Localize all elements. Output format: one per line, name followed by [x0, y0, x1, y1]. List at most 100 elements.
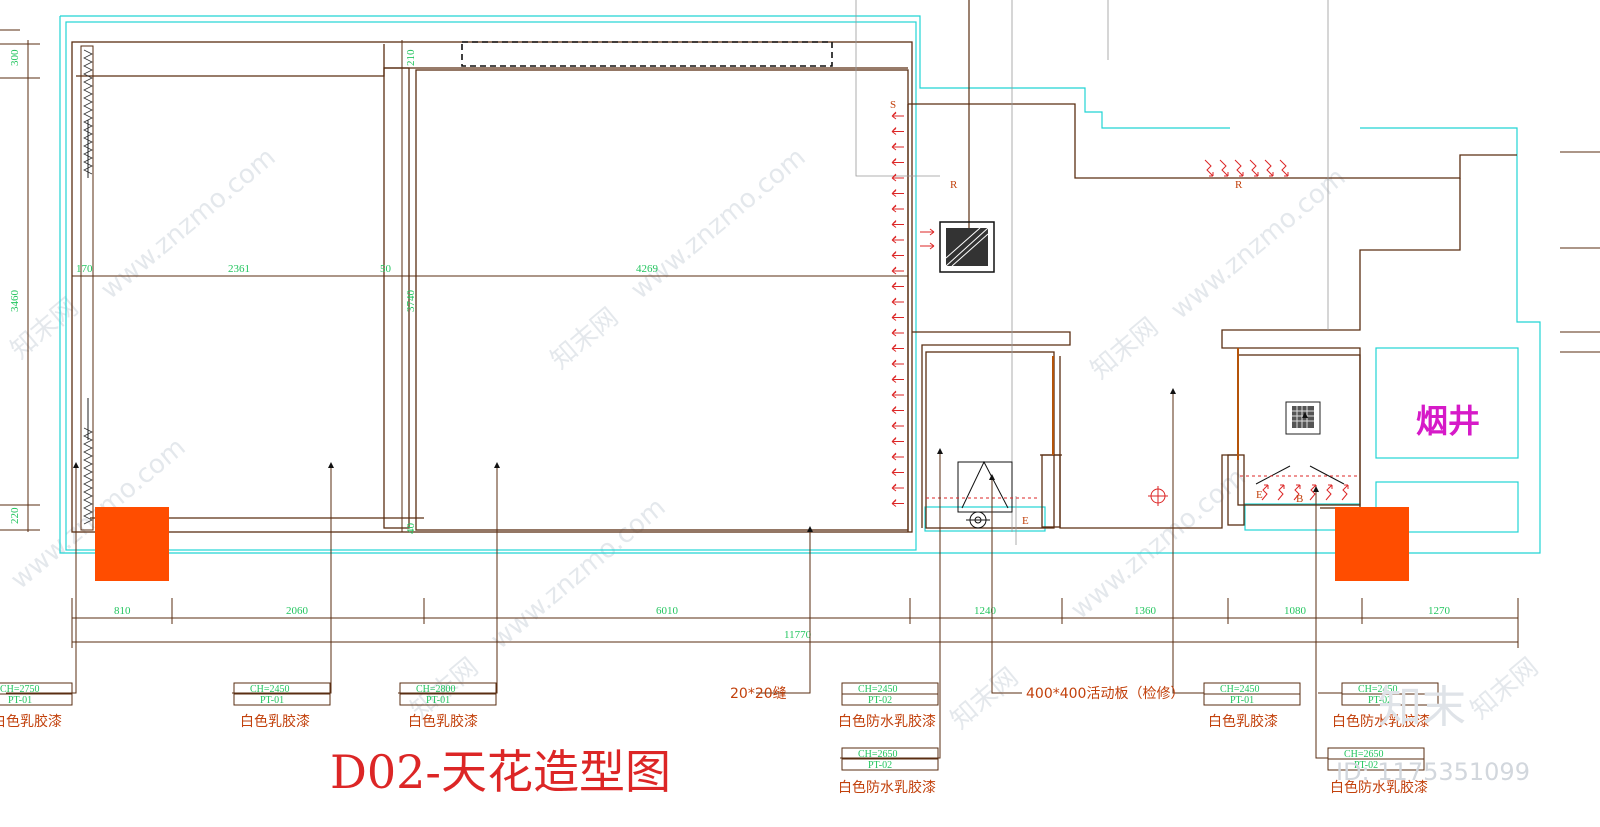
tag-ch: CH=2800 [416, 684, 456, 695]
tag-ch: CH=2450 [250, 684, 290, 695]
door-mark [1052, 348, 1239, 460]
marker-e: E [1256, 489, 1263, 501]
vent-arrow [891, 359, 904, 368]
column-left [95, 507, 169, 581]
vent-arrow [891, 483, 904, 492]
vent-arrows-top [920, 159, 1349, 501]
vent-arrow [1341, 484, 1349, 501]
linear-diffuser [461, 41, 833, 67]
vent-arrow [891, 313, 904, 321]
bathroom-fixture [957, 460, 1013, 529]
downlight [1148, 486, 1168, 506]
vent-arrow [891, 328, 904, 337]
tag-pt: PT-02 [868, 760, 892, 771]
dim-left: 3460 [9, 290, 21, 313]
vent-arrow [891, 127, 904, 135]
reference-lines [855, 0, 1329, 545]
dim-mid: 210 [405, 49, 417, 66]
watermark-site: 知末网 [1085, 312, 1164, 385]
tag-ch: CH=2450 [1358, 684, 1398, 695]
dim-left: 300 [9, 49, 21, 66]
dim-top: 170 [76, 263, 93, 275]
marker-b: B [1296, 493, 1303, 505]
vent-arrow [891, 297, 904, 306]
tag-material: 白色防水乳胶漆 [838, 713, 936, 730]
marker-s: S [890, 99, 896, 111]
vent-arrows [891, 111, 904, 507]
vent-arrow [891, 251, 904, 259]
vent-arrow [891, 499, 904, 507]
drawing-title: D02-天花造型图 [330, 745, 671, 799]
vent-arrow [1277, 484, 1285, 501]
vent-arrow [1325, 484, 1333, 501]
vent-arrow [891, 158, 904, 166]
vent-arrow [1309, 484, 1317, 501]
ceiling-tag: CH=2450 PT-01 白色乳胶漆 [1203, 682, 1301, 730]
vent-arrow [891, 406, 904, 414]
ceiling-tag: CH=2450 PT-02 白色防水乳胶漆 [838, 682, 939, 730]
vent-arrow [1219, 159, 1229, 177]
marker-r: R [950, 179, 958, 191]
watermark-url: www.znzmo.com [95, 142, 281, 305]
ceiling-tag: CH=2450 PT-01 白色乳胶漆 [233, 682, 331, 730]
dim-top: 50 [380, 263, 392, 275]
vent-arrow [920, 242, 935, 250]
range-hood [926, 465, 1360, 499]
vent-arrow [891, 375, 904, 383]
vent-arrow [891, 173, 904, 182]
vent-arrow [1234, 159, 1244, 177]
watermark-site: 知末网 [1465, 652, 1544, 725]
tag-material: 白色防水乳胶漆 [1332, 713, 1430, 730]
marker-r: R [1235, 179, 1243, 191]
tag-pt: PT-01 [1230, 695, 1254, 706]
ceiling-tag: CH=2650 PT-02 白色防水乳胶漆 [838, 747, 939, 796]
vent-arrow [1264, 159, 1274, 177]
tag-material: 白色乳胶漆 [0, 713, 62, 730]
edge-ticks [0, 29, 1600, 353]
tag-ch: CH=2450 [1220, 684, 1260, 695]
tag-ch: CH=2450 [858, 684, 898, 695]
tag-pt: PT-01 [260, 695, 284, 706]
dim-top: 4269 [636, 263, 659, 275]
vent-arrow [1293, 484, 1301, 501]
vent-arrow [891, 189, 904, 197]
tag-material: 白色防水乳胶漆 [1330, 779, 1428, 796]
note-access-panel: 400*400活动板（检修） [1026, 686, 1184, 702]
curtain-track [80, 45, 94, 531]
watermark-url: www.znzmo.com [485, 492, 671, 655]
ceiling-tag: CH=2650 PT-02 白色防水乳胶漆 [1327, 747, 1428, 796]
tag-material: 白色乳胶漆 [1208, 713, 1278, 730]
dim-left: 220 [9, 507, 21, 524]
tag-ch: CH=2650 [858, 749, 898, 760]
dim-bottom: 2060 [286, 605, 309, 617]
vent-arrow [891, 468, 904, 476]
access-panel-grille [939, 221, 995, 273]
watermark-layer: www.znzmo.com www.znzmo.com www.znzmo.co… [5, 142, 1544, 735]
tag-pt: PT-02 [1368, 695, 1392, 706]
dim-bottom: 1270 [1428, 605, 1451, 617]
ceiling-tag: CH=2750 PT-01 白色乳胶漆 [0, 682, 73, 730]
tag-pt: PT-01 [426, 695, 450, 706]
vent-arrow [891, 266, 904, 275]
vent-arrow [920, 228, 935, 236]
watermark-url: www.znzmo.com [625, 142, 811, 305]
marker-e: E [1022, 515, 1029, 527]
tag-material: 白色防水乳胶漆 [838, 779, 936, 796]
watermark-site: 知末网 [545, 302, 624, 375]
curtain-wave [83, 49, 93, 175]
dim-mid: 3740 [405, 290, 417, 313]
note-gap: 20*20缝 [730, 686, 787, 702]
vent-arrow [891, 344, 904, 352]
dim-bottom: 810 [114, 605, 131, 617]
dim-total: 11770 [784, 629, 812, 641]
watermark-site: 知末网 [945, 662, 1024, 735]
vent-arrow [891, 421, 904, 430]
leader-arrows [73, 388, 1319, 532]
vent-arrow [891, 220, 904, 228]
vent-arrow [891, 235, 904, 244]
walls [71, 41, 1517, 533]
bottom-dimension-lines [71, 598, 1519, 648]
vent-arrow [891, 437, 904, 445]
dim-top: 2361 [228, 263, 250, 275]
